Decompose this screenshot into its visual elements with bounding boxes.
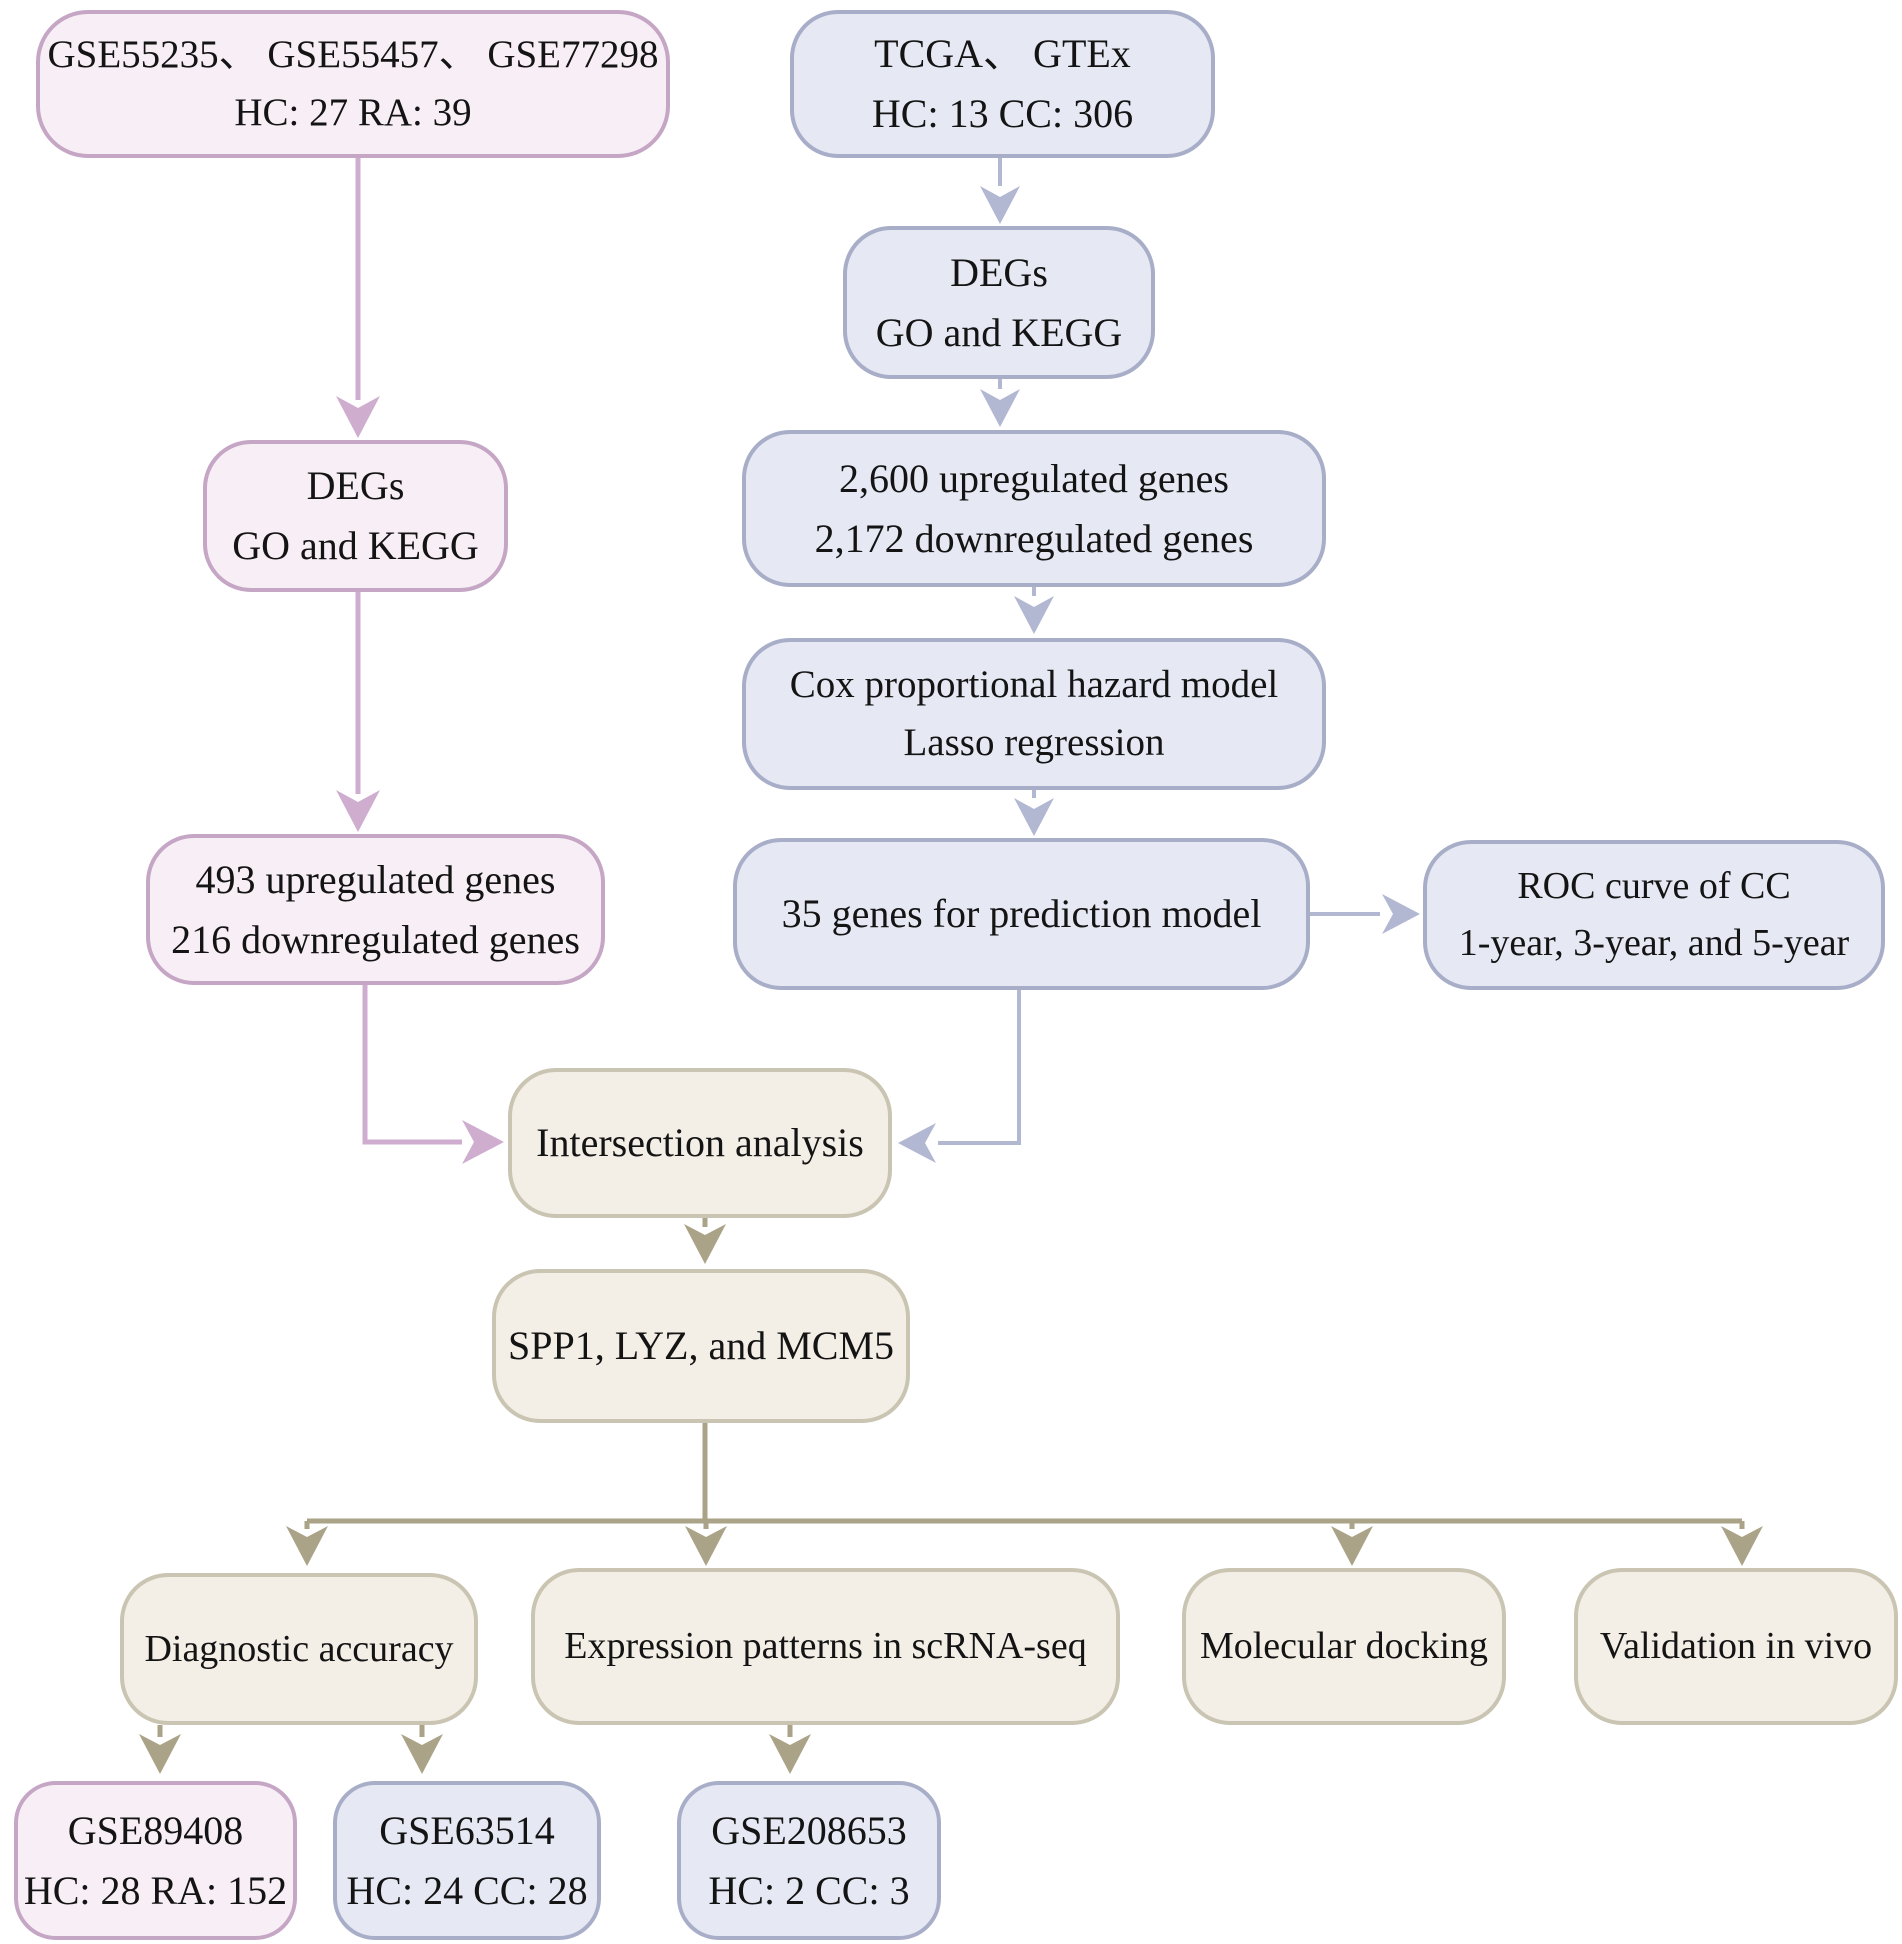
node-text: Validation in vivo (1599, 1625, 1873, 1667)
node-text: TCGA、 GTEx (874, 31, 1131, 76)
node-roc-curve: ROC curve of CC 1-year, 3-year, and 5-ye… (1423, 840, 1885, 990)
node-text: 35 genes for prediction model (781, 891, 1262, 936)
node-text: HC: 28 RA: 152 (23, 1867, 288, 1913)
node-text: GSE208653 (711, 1807, 907, 1853)
node-text: Expression patterns in scRNA-seq (564, 1625, 1087, 1667)
node-validation-in-vivo: Validation in vivo (1574, 1568, 1898, 1725)
node-molecular-docking: Molecular docking (1182, 1568, 1506, 1725)
node-expression-patterns: Expression patterns in scRNA-seq (531, 1568, 1120, 1725)
node-text: 2,172 downregulated genes (814, 515, 1254, 561)
node-prediction-genes: 35 genes for prediction model (733, 838, 1310, 990)
shared-branch-arrows (139, 1218, 1763, 1774)
ra-branch-arrows (336, 158, 504, 1164)
node-text: GSE63514 (379, 1807, 555, 1853)
node-text: ROC curve of CC (1517, 865, 1791, 907)
node-text: DEGs (306, 463, 405, 508)
node-deg-counts-cc: 2,600 upregulated genes 2,172 downregula… (742, 430, 1326, 587)
node-text: HC: 2 CC: 3 (708, 1867, 910, 1913)
node-text: HC: 13 CC: 306 (871, 91, 1134, 136)
node-cox-lasso: Cox proportional hazard model Lasso regr… (742, 638, 1326, 790)
node-gse89408: GSE89408 HC: 28 RA: 152 (14, 1781, 297, 1940)
node-text: Cox proportional hazard model (789, 662, 1279, 706)
node-text: GO and KEGG (232, 523, 479, 568)
node-gse208653: GSE208653 HC: 2 CC: 3 (677, 1781, 941, 1940)
node-text: GSE89408 (67, 1807, 244, 1853)
node-ra-datasets: GSE55235、 GSE55457、 GSE77298 HC: 27 RA: … (36, 10, 670, 158)
node-degs-cc: DEGs GO and KEGG (843, 226, 1155, 379)
node-deg-counts-ra: 493 upregulated genes 216 downregulated … (146, 834, 605, 985)
node-text: 1-year, 3-year, and 5-year (1458, 922, 1850, 964)
node-tcga-gtex: TCGA、 GTEx HC: 13 CC: 306 (790, 10, 1215, 158)
node-text: 216 downregulated genes (171, 916, 580, 962)
node-gse63514: GSE63514 HC: 24 CC: 28 (333, 1781, 601, 1940)
node-text: HC: 24 CC: 28 (346, 1867, 588, 1913)
node-diagnostic-accuracy: Diagnostic accuracy (120, 1573, 478, 1725)
node-text: HC: 27 RA: 39 (234, 91, 472, 134)
node-text: Lasso regression (903, 721, 1165, 764)
node-text: Molecular docking (1199, 1625, 1489, 1667)
node-text: 493 upregulated genes (195, 856, 556, 902)
cc-branch-arrows (898, 158, 1420, 1163)
node-degs-ra: DEGs GO and KEGG (203, 440, 508, 592)
node-text: SPP1, LYZ, and MCM5 (507, 1323, 895, 1368)
node-intersection-analysis: Intersection analysis (508, 1068, 892, 1218)
node-hub-genes: SPP1, LYZ, and MCM5 (492, 1269, 910, 1423)
node-text: GO and KEGG (875, 309, 1123, 355)
node-text: Diagnostic accuracy (144, 1627, 454, 1670)
node-text: GSE55235、 GSE55457、 GSE77298 (47, 32, 659, 76)
node-text: DEGs (950, 249, 1048, 295)
node-text: 2,600 upregulated genes (839, 455, 1229, 501)
node-text: Intersection analysis (536, 1120, 864, 1165)
